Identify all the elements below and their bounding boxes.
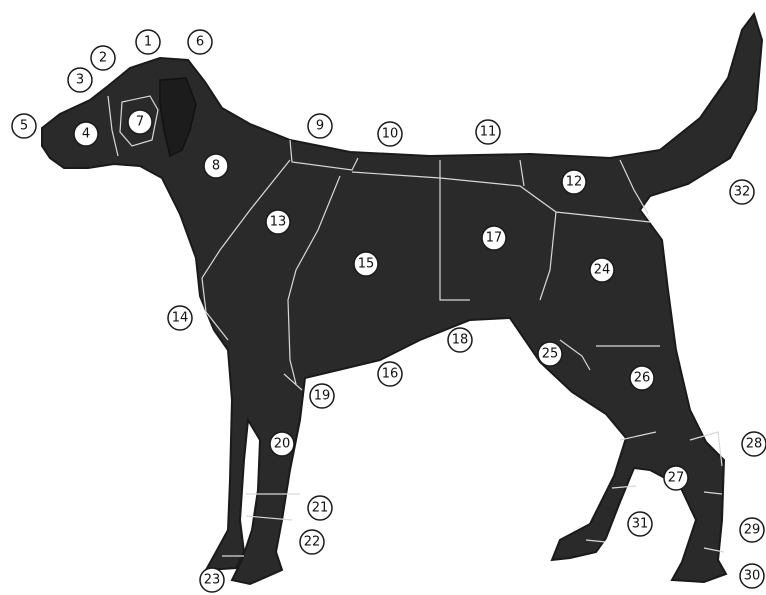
svg-text:2: 2 bbox=[99, 51, 107, 66]
svg-text:18: 18 bbox=[452, 333, 469, 348]
svg-text:17: 17 bbox=[486, 231, 503, 246]
label-26: 26 bbox=[630, 366, 654, 390]
svg-text:30: 30 bbox=[744, 569, 761, 584]
label-2: 2 bbox=[91, 46, 115, 70]
label-7: 7 bbox=[128, 110, 152, 134]
svg-text:24: 24 bbox=[594, 263, 611, 278]
svg-text:13: 13 bbox=[270, 215, 287, 230]
svg-text:1: 1 bbox=[144, 35, 152, 50]
svg-text:16: 16 bbox=[382, 367, 399, 382]
label-30: 30 bbox=[740, 564, 764, 588]
label-22: 22 bbox=[300, 530, 324, 554]
svg-text:29: 29 bbox=[744, 523, 761, 538]
svg-text:10: 10 bbox=[382, 127, 399, 142]
svg-text:15: 15 bbox=[358, 257, 375, 272]
svg-text:6: 6 bbox=[196, 35, 204, 50]
svg-text:31: 31 bbox=[632, 517, 649, 532]
label-6: 6 bbox=[188, 30, 212, 54]
svg-text:32: 32 bbox=[734, 185, 751, 200]
svg-text:11: 11 bbox=[480, 125, 497, 140]
svg-text:27: 27 bbox=[668, 471, 685, 486]
svg-text:19: 19 bbox=[314, 389, 331, 404]
svg-text:22: 22 bbox=[304, 535, 321, 550]
label-25: 25 bbox=[538, 342, 562, 366]
label-3: 3 bbox=[68, 68, 92, 92]
svg-text:9: 9 bbox=[316, 119, 324, 134]
svg-text:5: 5 bbox=[20, 119, 28, 134]
label-28: 28 bbox=[742, 432, 766, 456]
label-17: 17 bbox=[482, 226, 506, 250]
label-4: 4 bbox=[74, 122, 98, 146]
svg-text:26: 26 bbox=[634, 371, 651, 386]
label-8: 8 bbox=[204, 154, 228, 178]
dog-silhouette bbox=[42, 14, 762, 584]
svg-text:12: 12 bbox=[566, 175, 583, 190]
label-18: 18 bbox=[448, 328, 472, 352]
label-10: 10 bbox=[378, 122, 402, 146]
label-24: 24 bbox=[590, 258, 614, 282]
svg-text:3: 3 bbox=[76, 73, 84, 88]
svg-text:28: 28 bbox=[746, 437, 763, 452]
label-19: 19 bbox=[310, 384, 334, 408]
label-20: 20 bbox=[270, 432, 294, 456]
label-14: 14 bbox=[168, 306, 192, 330]
svg-text:20: 20 bbox=[274, 437, 291, 452]
label-27: 27 bbox=[664, 466, 688, 490]
label-32: 32 bbox=[730, 180, 754, 204]
label-12: 12 bbox=[562, 170, 586, 194]
label-9: 9 bbox=[308, 114, 332, 138]
label-29: 29 bbox=[740, 518, 764, 542]
label-1: 1 bbox=[136, 30, 160, 54]
svg-text:8: 8 bbox=[212, 159, 220, 174]
label-21: 21 bbox=[308, 496, 332, 520]
label-23: 23 bbox=[200, 568, 224, 592]
svg-text:7: 7 bbox=[136, 115, 144, 130]
svg-text:14: 14 bbox=[172, 311, 189, 326]
label-11: 11 bbox=[476, 120, 500, 144]
label-15: 15 bbox=[354, 252, 378, 276]
label-13: 13 bbox=[266, 210, 290, 234]
label-31: 31 bbox=[628, 512, 652, 536]
svg-text:23: 23 bbox=[204, 573, 221, 588]
svg-text:25: 25 bbox=[542, 347, 559, 362]
label-16: 16 bbox=[378, 362, 402, 386]
svg-text:4: 4 bbox=[82, 127, 90, 142]
svg-text:21: 21 bbox=[312, 501, 329, 516]
label-5: 5 bbox=[12, 114, 36, 138]
